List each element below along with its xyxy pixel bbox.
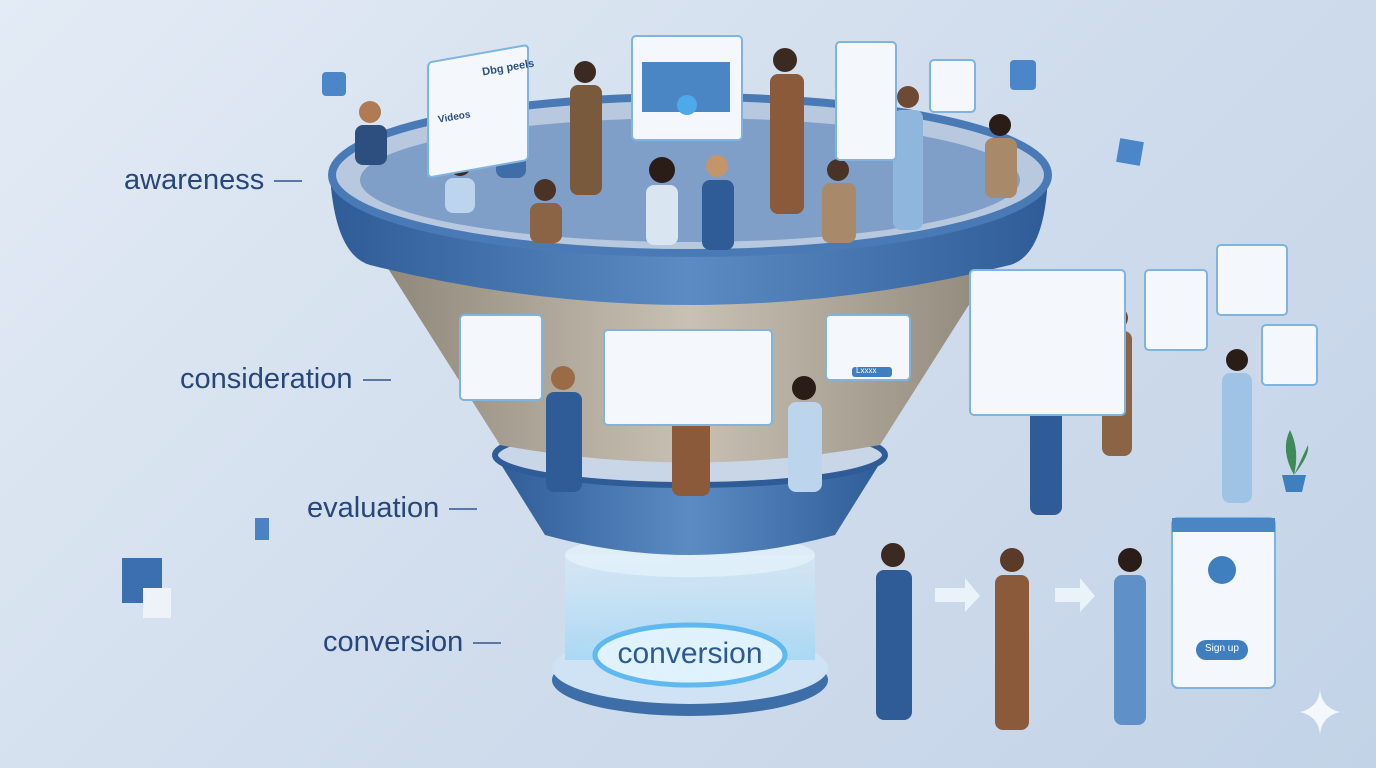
awareness-people (355, 48, 1017, 250)
stage-label-conversion: conversion (323, 626, 502, 659)
connector-line (449, 507, 478, 510)
floating-screens (427, 35, 1318, 689)
conversion-platform-label: conversion (617, 637, 763, 670)
search-icon (1010, 60, 1036, 90)
stage-label-awareness: awareness (124, 164, 303, 197)
stage-label-text: evaluation (307, 492, 440, 524)
stage-label-text: consideration (180, 363, 353, 395)
connector-line (362, 378, 391, 381)
check-icon (1208, 556, 1236, 584)
stage-label-consideration: consideration (180, 363, 391, 396)
stage-label-text: awareness (124, 164, 265, 196)
play-icon (677, 95, 697, 115)
arrow-icon (1055, 578, 1095, 612)
decorative-cubes (122, 60, 1144, 618)
arrow-icon (935, 578, 980, 612)
stage-label-text: conversion (323, 626, 464, 658)
signup-button[interactable]: Sign up (1205, 643, 1239, 654)
screen-details (642, 62, 1275, 660)
stage-label-evaluation: evaluation (307, 492, 478, 525)
conversion-platform (552, 533, 828, 716)
chat-icon (322, 72, 346, 96)
connector-line (473, 641, 502, 644)
sparkle-icon (1300, 690, 1340, 734)
plant-icon (1282, 430, 1309, 492)
consideration-people (546, 366, 822, 496)
connector-line (274, 179, 303, 182)
cta-button[interactable]: Lxxxx (856, 366, 877, 375)
